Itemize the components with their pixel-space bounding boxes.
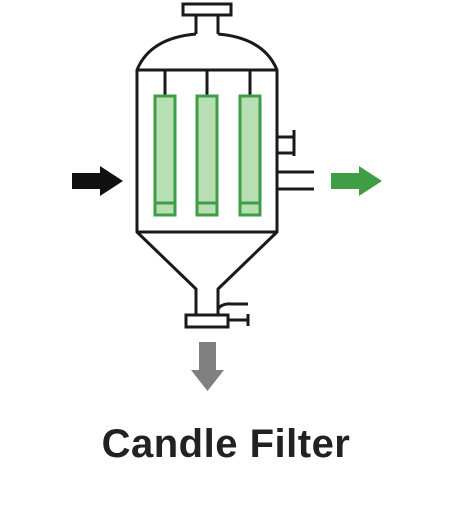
- outlet-pipe: [277, 170, 314, 191]
- candle-3: [238, 94, 262, 217]
- diagram-title: Candle Filter: [101, 422, 351, 466]
- candle-hangers: [163, 70, 252, 96]
- side-vent-nozzle: [277, 130, 296, 156]
- inlet-arrow-icon: [72, 166, 123, 196]
- vessel-body: [135, 32, 279, 315]
- candle-1: [153, 94, 177, 217]
- discharge-arrow-icon: [191, 342, 224, 391]
- candle-2: [195, 94, 219, 217]
- bottom-outlet: [184, 302, 250, 329]
- top-nozzle: [181, 2, 233, 34]
- outlet-arrow-icon: [331, 166, 382, 196]
